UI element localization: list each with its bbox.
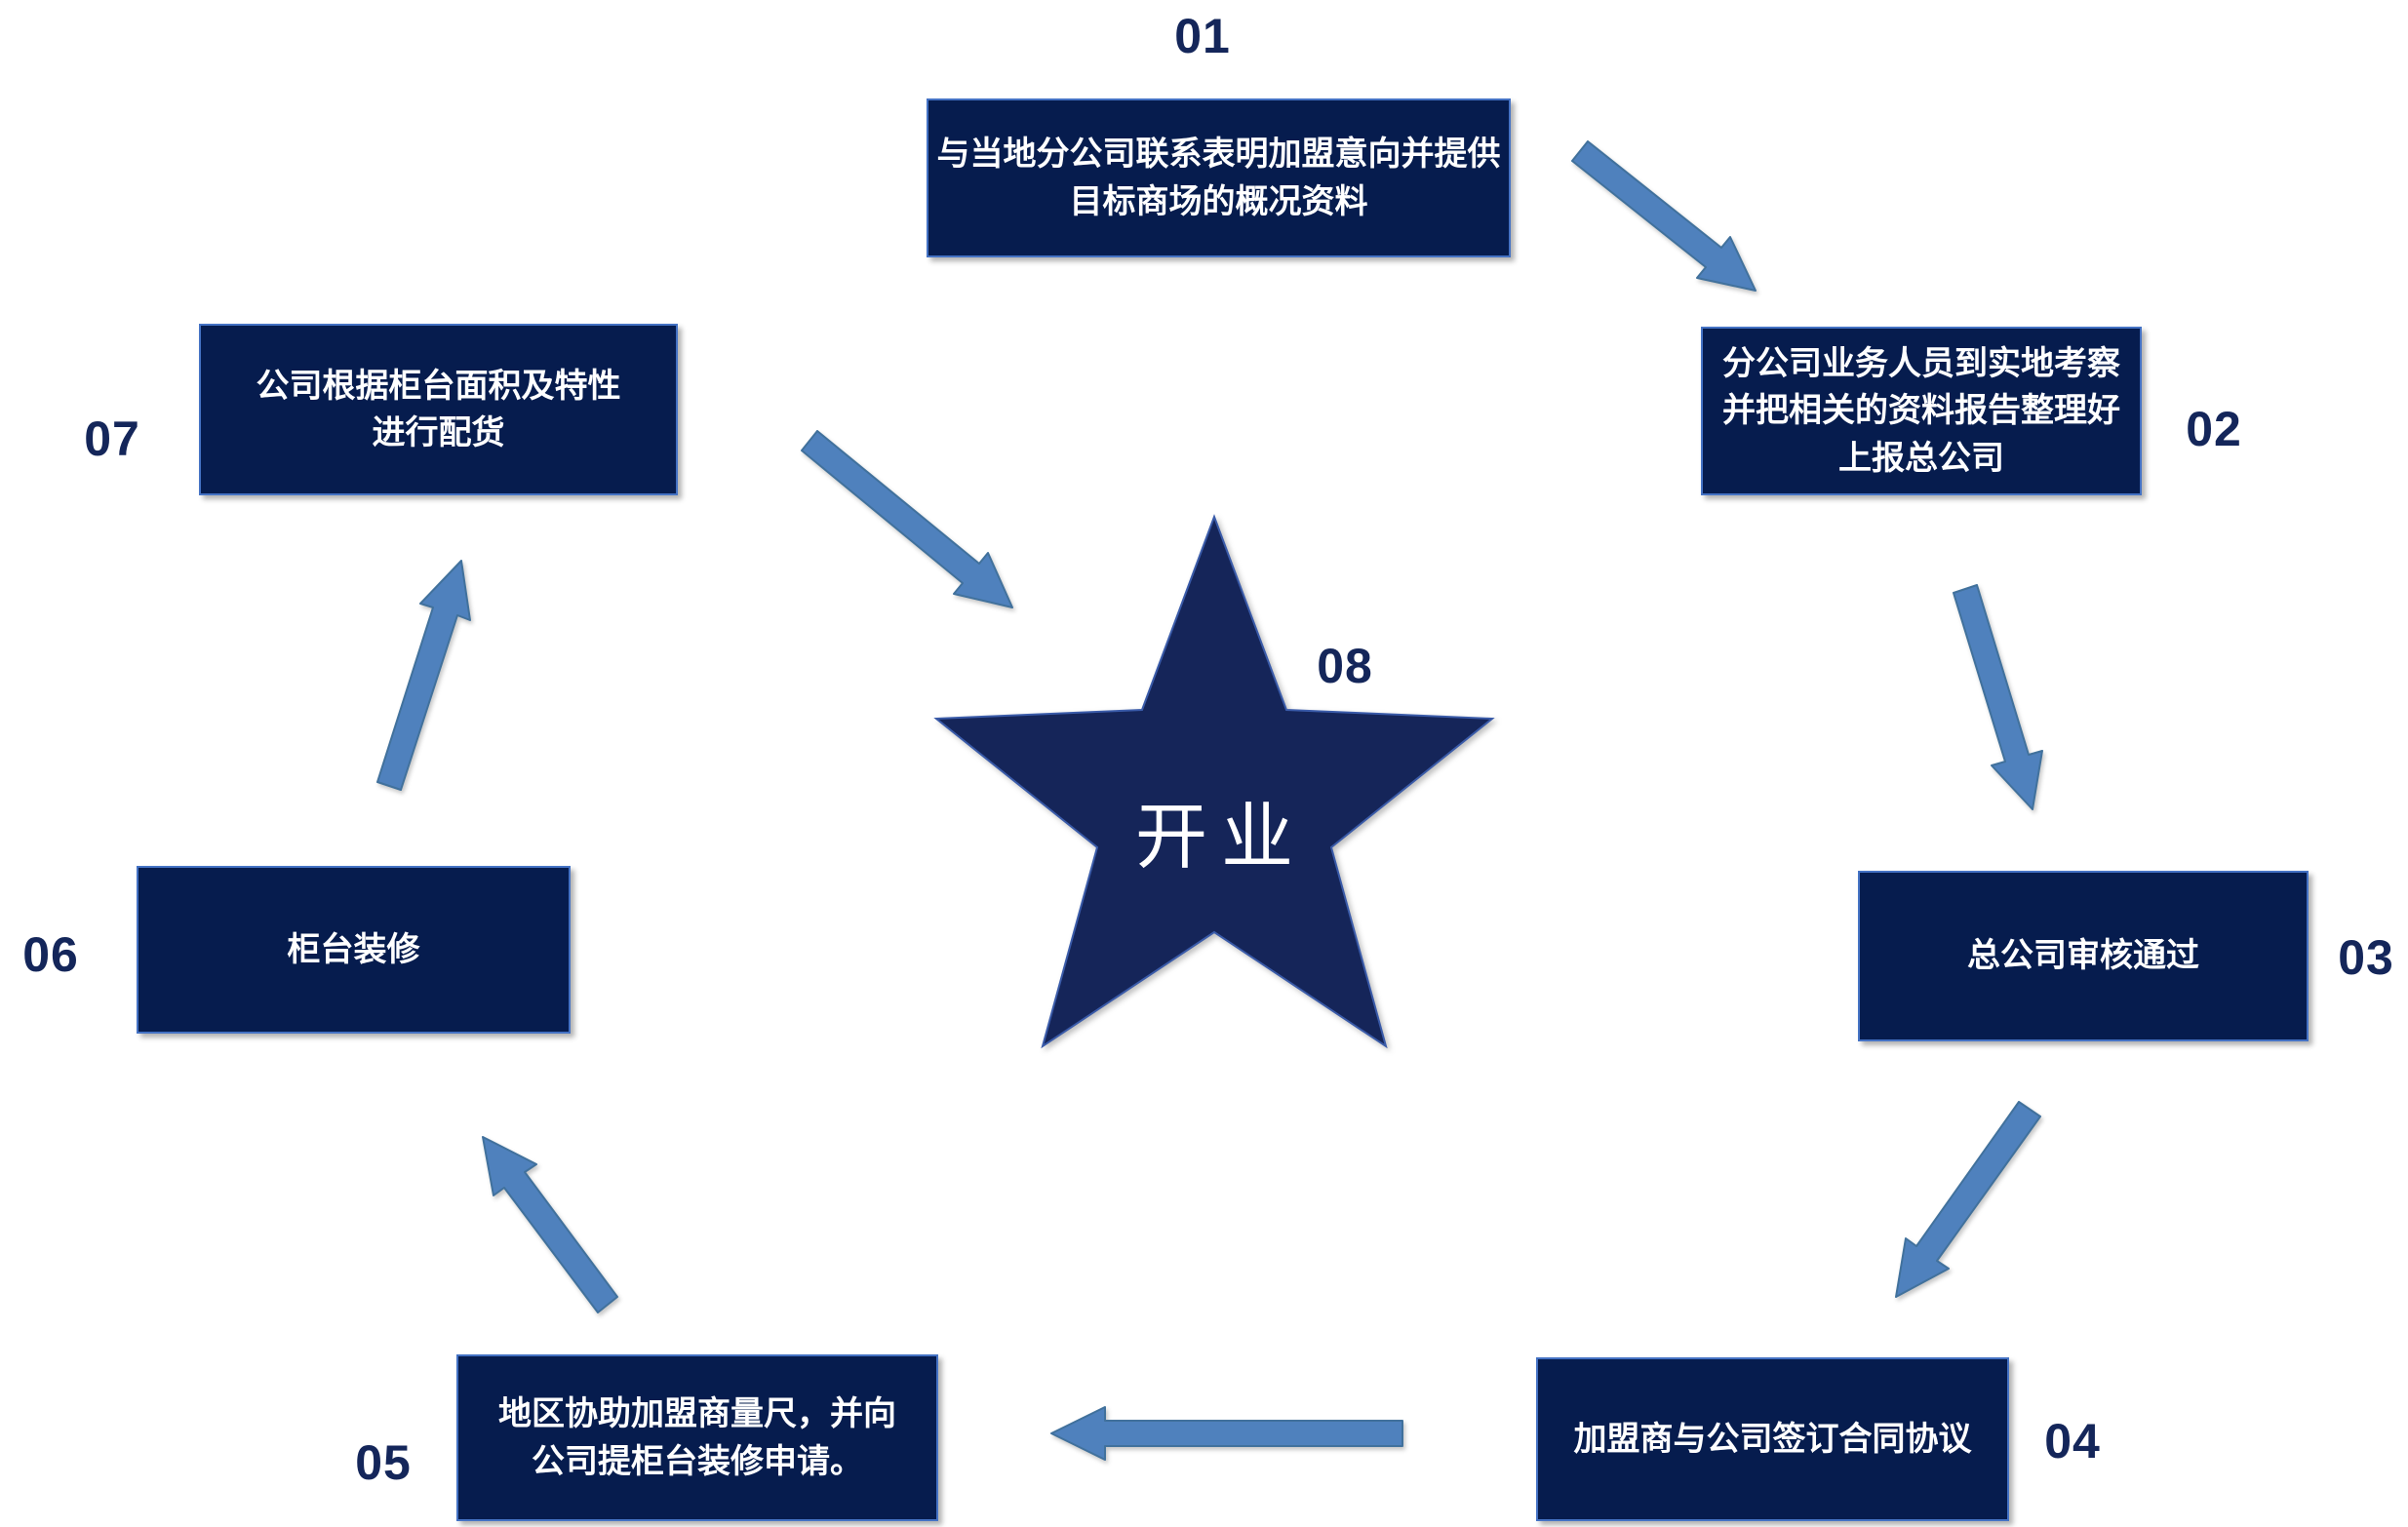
step-number-03: 03 — [2338, 930, 2394, 985]
step-text-05: 地区协助加盟商量尺，并向 公司提柜台装修申请。 — [498, 1395, 896, 1480]
step-box-02: 分公司业务人员到实地考察 并把相关的资料报告整理好 上报总公司 — [1701, 327, 2142, 495]
opening-star-shape — [933, 514, 1495, 1049]
step-text-07: 公司根据柜台面积及特性 进行配货 — [256, 367, 621, 451]
step-number-02: 02 — [2186, 402, 2242, 456]
arrow-step6-to-step7 — [376, 560, 471, 791]
step-number-08: 08 — [1317, 639, 1373, 693]
arrow-step1-to-step2 — [1571, 140, 1757, 292]
step-text-02: 分公司业务人员到实地考察 并把相关的资料报告整理好 上报总公司 — [1722, 345, 2120, 477]
step-text-06: 柜台装修 — [287, 930, 420, 968]
arrow-step3-to-step4 — [1895, 1101, 2041, 1298]
step-box-07: 公司根据柜台面积及特性 进行配货 — [199, 324, 678, 495]
arrow-step2-to-step3 — [1953, 584, 2043, 810]
step-text-04: 加盟商与公司签订合同协议 — [1573, 1420, 1972, 1458]
step-box-01: 与当地分公司联系表明加盟意向并提供 目标商场的概况资料 — [927, 98, 1511, 257]
step-number-01: 01 — [1174, 9, 1231, 63]
arrow-step7-to-center — [801, 430, 1013, 608]
step-box-03: 总公司审核通过 — [1858, 871, 2309, 1041]
step-text-03: 总公司审核通过 — [1967, 937, 2199, 975]
step-box-05: 地区协助加盟商量尺，并向 公司提柜台装修申请。 — [456, 1354, 938, 1521]
step-text-01: 与当地分公司联系表明加盟意向并提供 目标商场的概况资料 — [936, 136, 1501, 220]
step-number-07: 07 — [84, 411, 140, 466]
step-number-06: 06 — [22, 927, 79, 982]
arrow-step4-to-step5 — [1050, 1406, 1403, 1461]
step-number-05: 05 — [355, 1435, 412, 1490]
step-box-06: 柜台装修 — [137, 866, 571, 1034]
arrow-step5-to-step6 — [482, 1136, 618, 1313]
step-number-04: 04 — [2044, 1414, 2101, 1468]
opening-star-label: 开业 — [1135, 798, 1307, 879]
step-box-04: 加盟商与公司签订合同协议 — [1536, 1357, 2009, 1521]
